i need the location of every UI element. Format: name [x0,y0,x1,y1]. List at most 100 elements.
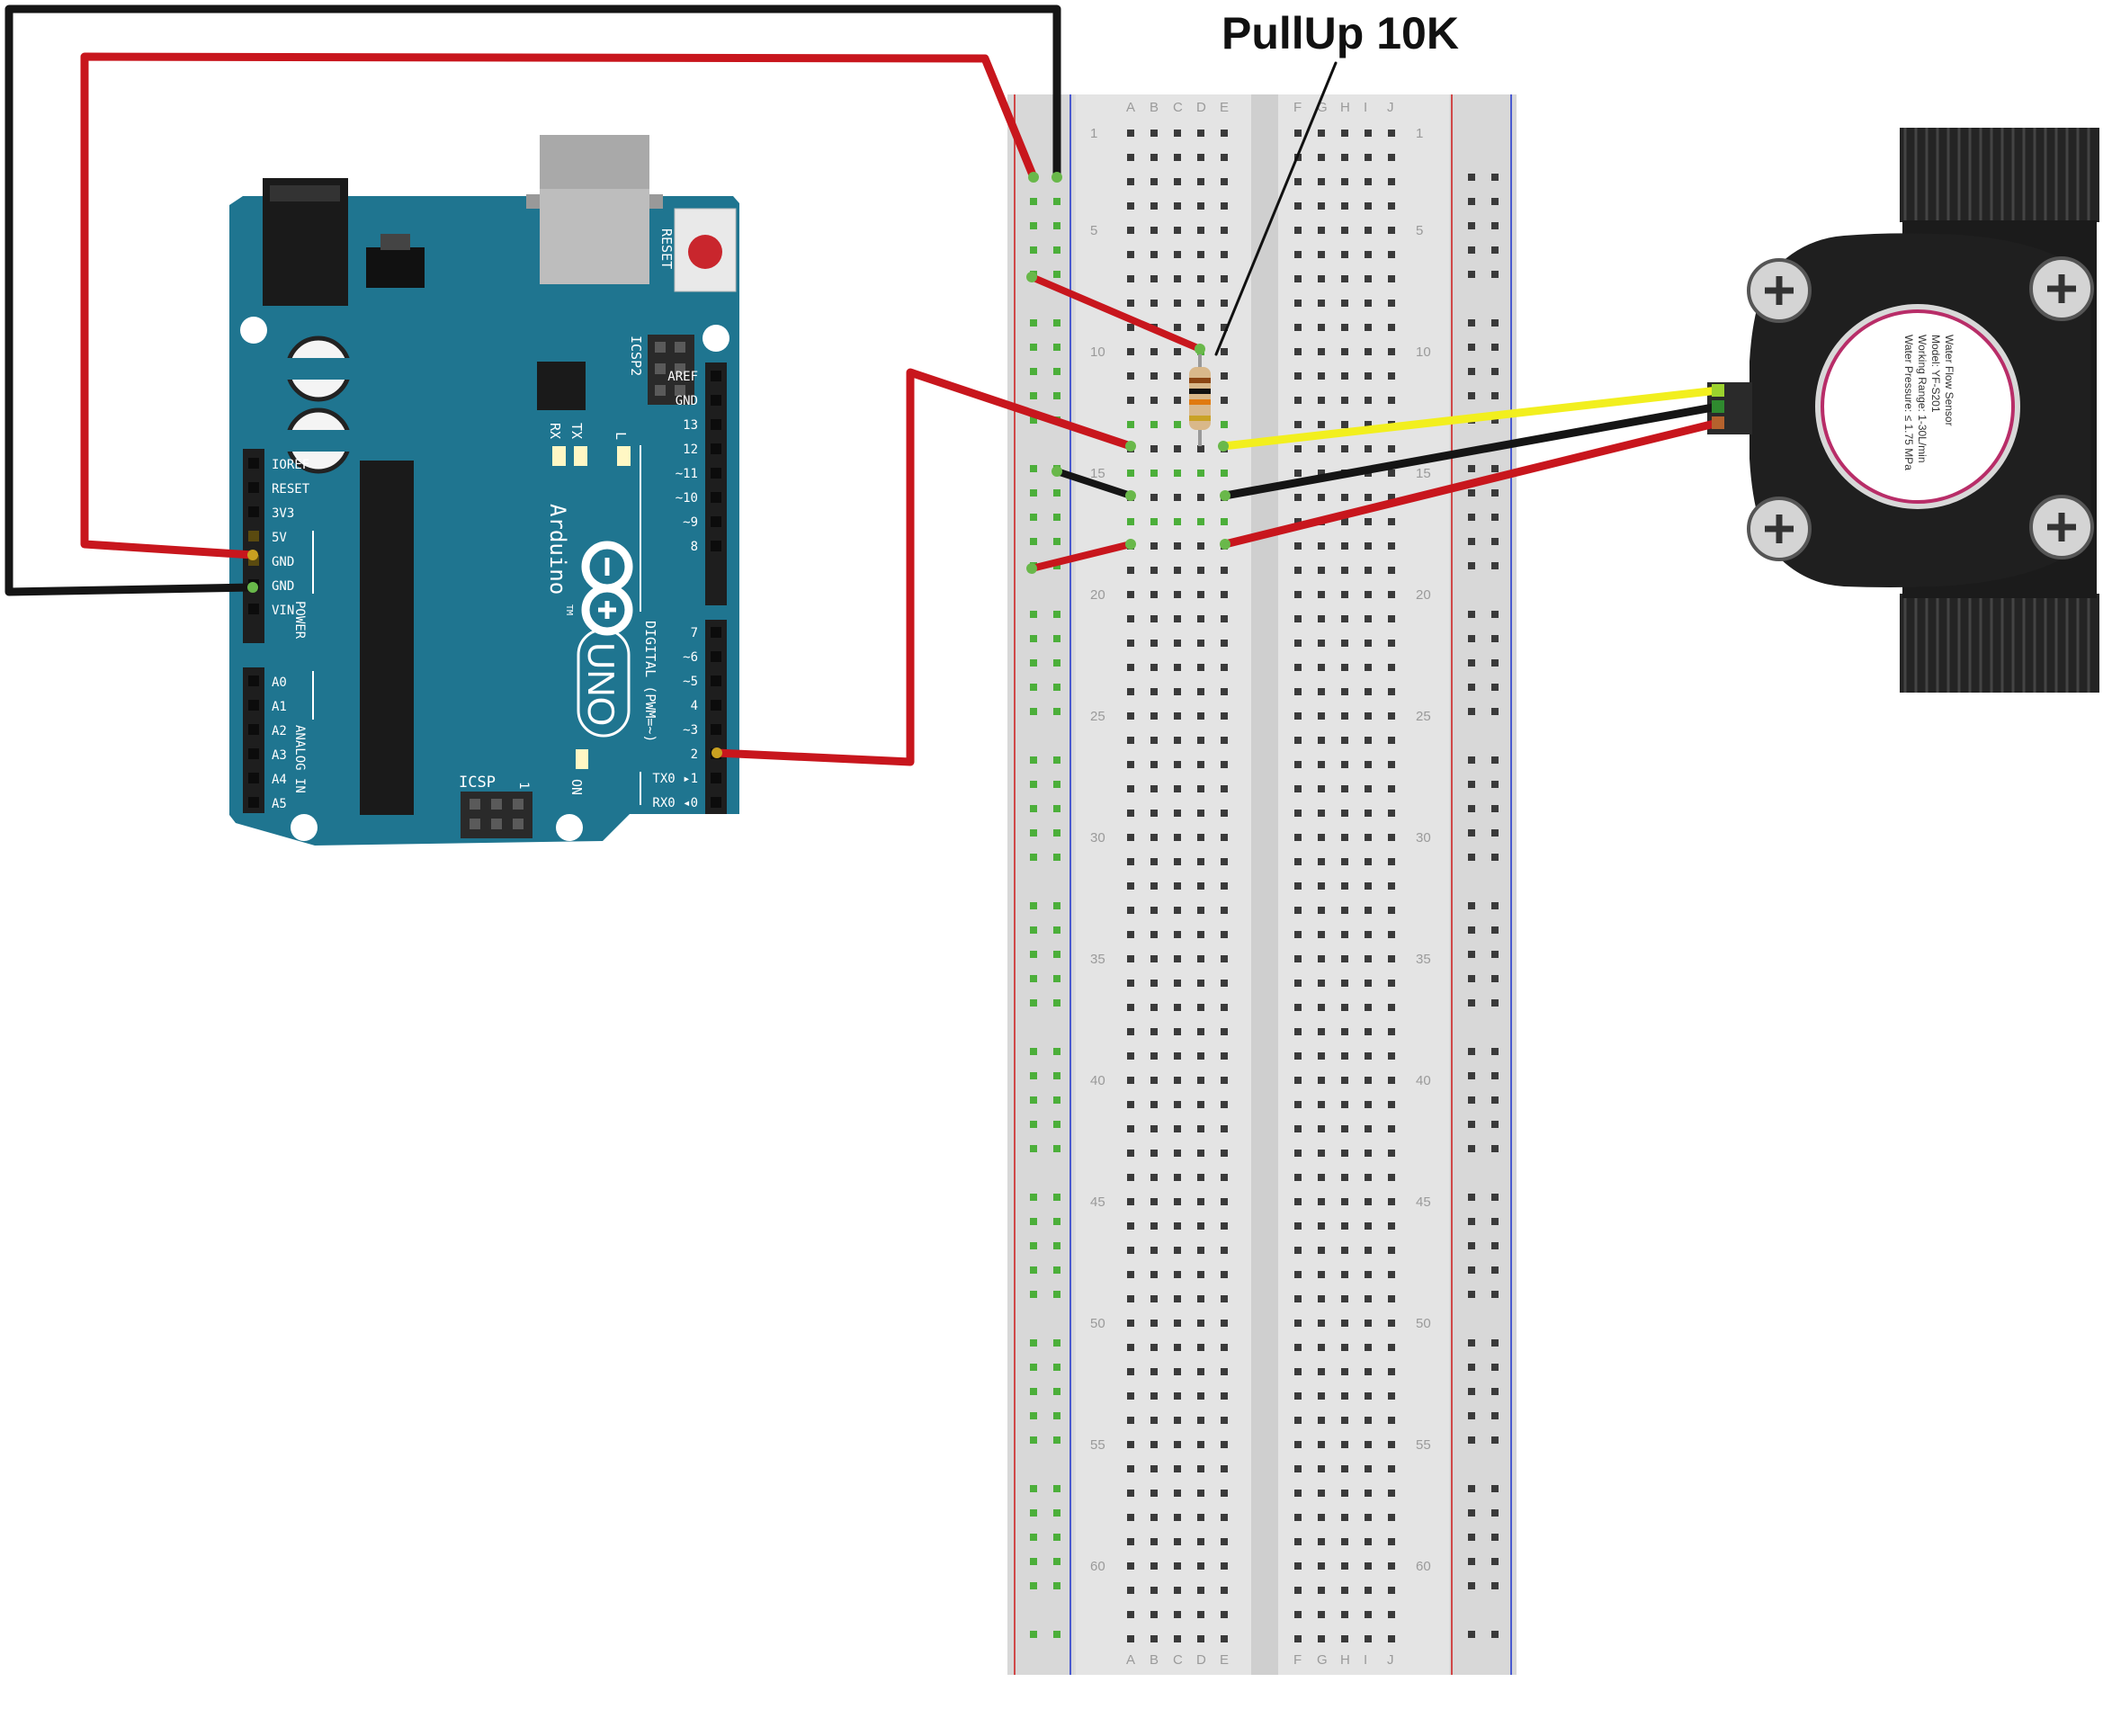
digital-pin[interactable] [711,651,721,662]
reset-button-cap[interactable] [688,235,722,269]
rail-hole [1468,344,1475,351]
power-pin[interactable] [248,604,259,614]
breadboard-hole [1174,591,1181,598]
power-pin[interactable] [248,482,259,493]
rail-hole [1491,1582,1499,1589]
breadboard-hole [1197,1490,1204,1497]
breadboard-hole [1127,1368,1134,1375]
icsp-pin [491,799,502,810]
digital-pin[interactable] [711,541,721,551]
breadboard-hole [1341,1028,1348,1035]
breadboard-hole [1388,810,1395,817]
breadboard-hole [1221,1174,1228,1181]
breadboard-hole [1197,785,1204,792]
digital-pin[interactable] [711,797,721,808]
breadboard-hole [1294,591,1302,598]
breadboard-hole [1318,1587,1325,1594]
rail-hole [1053,999,1060,1007]
digital-pin[interactable] [711,627,721,638]
breadboard-hole [1318,1514,1325,1521]
breadboard-hole [1294,688,1302,695]
breadboard-hole [1197,518,1204,525]
breadboard-hole [1221,1441,1228,1448]
digital-pin[interactable] [711,724,721,735]
l-led [617,446,631,466]
rail-hole [1053,829,1060,837]
rail-hole [1468,1412,1475,1419]
resistor-band [1189,416,1211,421]
power-pin[interactable] [248,458,259,469]
breadboard-hole [1388,1101,1395,1108]
breadboard-hole [1197,737,1204,744]
icsp2-pin [675,385,685,396]
power-pin[interactable] [248,531,259,541]
breadboard-hole [1318,1392,1325,1400]
breadboard-hole [1365,1198,1372,1205]
power-pin[interactable] [248,506,259,517]
digital-pin[interactable] [711,676,721,686]
rail-hole [1468,1339,1475,1347]
analog-pin[interactable] [248,748,259,759]
digital-pin-label: GND [676,394,698,408]
power-pin-label: RESET [272,482,310,497]
analog-pin[interactable] [248,797,259,808]
breadboard-hole [1221,251,1228,258]
breadboard-hole [1318,1417,1325,1424]
digital-pin[interactable] [711,419,721,430]
breadboard-hole [1197,1392,1204,1400]
rail-hole [1053,1582,1060,1589]
breadboard-hole [1318,470,1325,477]
digital-label: DIGITAL (PWM=~) [642,621,658,742]
rail-hole [1053,1218,1060,1225]
breadboard-hole [1294,737,1302,744]
breadboard-hole [1197,1320,1204,1327]
rail-hole [1491,902,1499,909]
breadboard-hole [1174,834,1181,841]
digital-pin[interactable] [711,395,721,406]
breadboard-hole [1127,275,1134,282]
digital-pin[interactable] [711,492,721,503]
rail-hole [1030,1364,1037,1371]
digital-pin[interactable] [711,468,721,479]
breadboard-hole [1221,1490,1228,1497]
breadboard-hole [1197,1635,1204,1642]
digital-pin[interactable] [711,773,721,783]
rail-hole [1468,1436,1475,1444]
digital-pin[interactable] [711,700,721,711]
breadboard-hole [1150,907,1158,914]
breadboard-hole [1365,1465,1372,1472]
rail-hole [1468,465,1475,472]
breadboard-hole [1150,1635,1158,1642]
digital-pin[interactable] [711,516,721,527]
sensor-pin-black [1712,400,1724,413]
breadboard-hole [1365,1417,1372,1424]
breadboard-hole [1221,1222,1228,1230]
breadboard-hole [1150,858,1158,865]
analog-pin[interactable] [248,724,259,735]
reset-label: RESET [658,228,675,269]
breadboard-hole [1318,1052,1325,1060]
breadboard-hole [1221,202,1228,210]
breadboard-hole [1294,1562,1302,1570]
breadboard-hole [1127,761,1134,768]
breadboard-hole [1197,810,1204,817]
breadboard-hole [1341,227,1348,234]
breadboard-hole [1174,251,1181,258]
analog-pin[interactable] [248,773,259,783]
analog-pin[interactable] [248,676,259,686]
rail-hole [1030,1194,1037,1201]
breadboard-hole [1127,810,1134,817]
digital-pin[interactable] [711,371,721,381]
analog-pin[interactable] [248,700,259,711]
column-letter: A [1126,1652,1135,1668]
breadboard-hole [1174,640,1181,647]
breadboard-hole [1127,348,1134,355]
digital-pin[interactable] [711,443,721,454]
breadboard-hole [1174,1004,1181,1011]
column-letter: B [1150,100,1159,115]
rail-hole [1468,1558,1475,1565]
breadboard-hole [1318,1465,1325,1472]
column-letter: A [1126,100,1135,115]
breadboard-hole [1197,1368,1204,1375]
breadboard-hole [1318,1295,1325,1302]
